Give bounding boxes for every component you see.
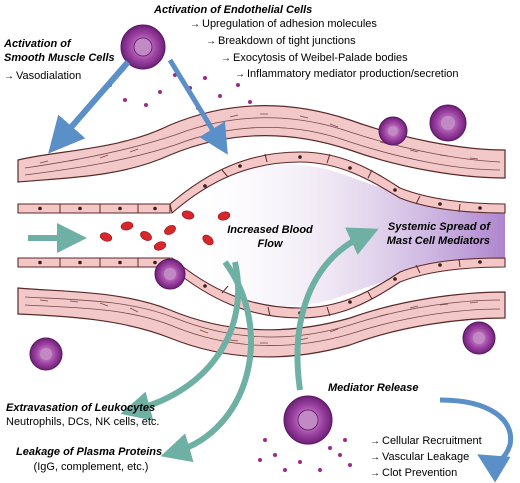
endothelial-item-1: →Upregulation of adhesion molecules [190, 18, 377, 30]
red-blood-cell-icon [140, 231, 152, 241]
upper-smooth-muscle-band [17, 105, 506, 183]
red-blood-cell-icon [181, 210, 195, 220]
arrow-icon: → [221, 53, 231, 64]
lower-cell-junctions [59, 258, 461, 317]
red-blood-cell-icon [120, 221, 134, 231]
red-blood-cells [99, 210, 231, 251]
arrow-icon: → [190, 19, 200, 30]
extravasation-title: Extravasation of Leukocytes [6, 402, 156, 414]
mast-cells [29, 24, 496, 445]
arrow-icon: → [370, 452, 380, 463]
mediator-effects-arrow [439, 397, 514, 483]
mediator-effect-3: →Clot Prevention [370, 467, 458, 479]
upper-endothelial-nuclei [38, 155, 482, 211]
red-blood-cell-icon [99, 232, 113, 242]
arrow-icon: → [370, 468, 380, 479]
mast-cell-icon [283, 395, 333, 445]
smooth-muscle-title-line2: Smooth Muscle Cells [4, 52, 115, 64]
lower-smooth-muscle-band [17, 287, 506, 358]
red-blood-cell-icon [217, 211, 231, 221]
lower-endothelium [17, 256, 506, 319]
endothelial-item-2: →Breakdown of tight junctions [206, 35, 356, 47]
mast-cell-icon [429, 104, 467, 142]
lower-muscle-fibers [24, 296, 501, 346]
endothelial-arrow [167, 58, 228, 155]
red-blood-cell-icon [202, 234, 214, 246]
endothelial-title: Activation of Endothelial Cells [154, 4, 313, 16]
mediator-effect-1: →Cellular Recruitment [370, 435, 482, 447]
mast-cell-icon [120, 24, 166, 70]
mast-cell-icon [154, 258, 186, 290]
smooth-muscle-item: →Vasodialation [4, 70, 82, 82]
extravasation-sub: Neutrophils, DCs, NK cells, etc. [6, 416, 160, 428]
leakage-arrow [160, 260, 255, 463]
blood-flow-line2: Flow [257, 238, 283, 250]
mast-cell-icon [462, 321, 496, 355]
upper-cell-junctions [59, 153, 461, 213]
arrow-icon: → [370, 436, 380, 447]
smooth-muscle-title-line1: Activation of [4, 38, 71, 50]
arrow-icon: → [235, 69, 245, 80]
mast-cell-icon [29, 337, 63, 371]
leakage-title: Leakage of Plasma Proteins [16, 446, 163, 458]
arrow-icon: → [4, 71, 14, 82]
leakage-sub: (IgG, complement, etc.) [33, 461, 149, 473]
systemic-line1: Systemic Spread of [387, 221, 490, 233]
red-blood-cell-icon [153, 241, 167, 251]
red-blood-cell-icon [164, 225, 176, 235]
systemic-spread-arrow [294, 227, 379, 391]
smooth-muscle-arrow [48, 60, 131, 154]
upper-endothelium [17, 151, 506, 215]
mediator-release-label: Mediator Release [328, 382, 419, 394]
endothelial-item-3: →Exocytosis of Weibel-Palade bodies [221, 52, 408, 64]
systemic-line2: Mast Cell Mediators [386, 235, 490, 247]
arrow-icon: → [206, 36, 216, 47]
blood-flow-line1: Increased Blood [227, 224, 313, 236]
endothelial-item-4: →Inflammatory mediator production/secret… [235, 68, 459, 80]
mediator-effect-2: →Vascular Leakage [370, 451, 470, 463]
mast-cell-icon [378, 116, 408, 146]
